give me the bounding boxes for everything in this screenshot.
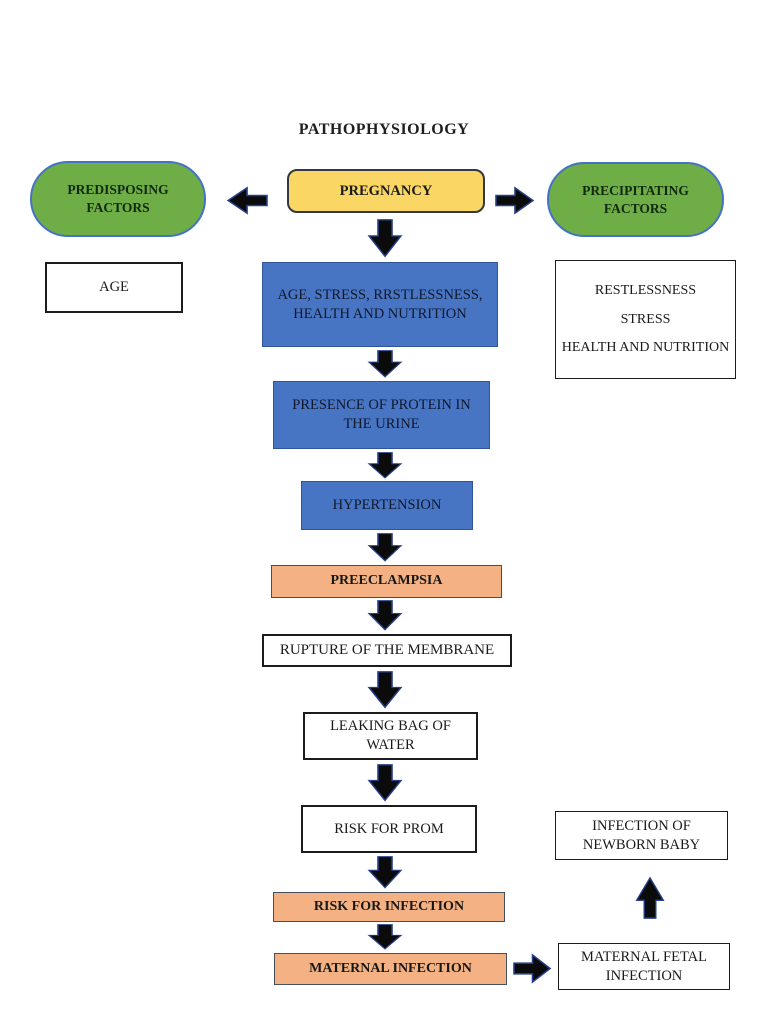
node-precipitating-factors: PRECIPITATING FACTORS — [547, 162, 724, 237]
node-preeclampsia-label: PREECLAMPSIA — [330, 573, 443, 589]
node-protein-urine-label: PRESENCE OF PROTEIN IN THE URINE — [292, 397, 471, 432]
arrow-left-icon — [226, 186, 268, 215]
node-center-factors: AGE, STRESS, RRSTLESSNESS, HEALTH AND NU… — [262, 262, 498, 347]
node-maternal-fetal-infection-label: MATERNAL FETAL INFECTION — [581, 948, 707, 984]
node-preeclampsia: PREECLAMPSIA — [271, 565, 502, 598]
node-predisposing-factors: PREDISPOSING FACTORS — [30, 161, 206, 237]
arrow-down-icon — [367, 350, 403, 378]
node-right-factors: RESTLESSNESS STRESS HEALTH AND NUTRITION — [555, 260, 736, 379]
node-risk-prom: RISK FOR PROM — [301, 805, 477, 853]
arrow-down-icon — [367, 219, 403, 258]
arrow-down-icon — [367, 452, 403, 479]
node-pregnancy: PREGNANCY — [287, 169, 485, 213]
node-maternal-fetal-infection: MATERNAL FETAL INFECTION — [558, 943, 730, 990]
arrow-down-icon — [367, 671, 403, 709]
node-center-factors-label: AGE, STRESS, RRSTLESSNESS, HEALTH AND NU… — [277, 286, 483, 322]
node-precipitating-factors-label: PRECIPITATING FACTORS — [582, 182, 689, 216]
node-rupture-membrane: RUPTURE OF THE MEMBRANE — [262, 634, 512, 667]
node-leaking-bag-label: LEAKING BAG OF WATER — [330, 718, 451, 753]
node-risk-infection: RISK FOR INFECTION — [273, 892, 505, 922]
node-infection-newborn: INFECTION OF NEWBORN BABY — [555, 811, 728, 860]
right-factors-line-stress: STRESS — [620, 311, 671, 327]
node-maternal-infection-label: MATERNAL INFECTION — [309, 960, 472, 976]
arrow-right-icon — [513, 953, 552, 984]
right-factors-line-health-nutrition: HEALTH AND NUTRITION — [561, 340, 730, 356]
arrow-down-icon — [367, 600, 403, 631]
node-leaking-bag: LEAKING BAG OF WATER — [303, 712, 478, 760]
node-protein-urine: PRESENCE OF PROTEIN IN THE URINE — [273, 381, 490, 449]
arrow-down-icon — [367, 856, 403, 889]
node-infection-newborn-label: INFECTION OF NEWBORN BABY — [582, 817, 701, 853]
arrow-down-icon — [367, 764, 403, 802]
node-hypertension-label: HYPERTENSION — [332, 497, 442, 514]
arrow-down-icon — [367, 924, 403, 950]
node-hypertension: HYPERTENSION — [301, 481, 473, 530]
node-maternal-infection: MATERNAL INFECTION — [274, 953, 507, 985]
page-title: PATHOPHYSIOLOGY — [298, 121, 470, 138]
node-age-label: AGE — [99, 279, 129, 296]
right-factors-line-restlessness: RESTLESSNESS — [594, 283, 697, 299]
node-rupture-membrane-label: RUPTURE OF THE MEMBRANE — [279, 641, 495, 658]
node-pregnancy-label: PREGNANCY — [339, 182, 433, 199]
arrow-up-icon — [635, 876, 665, 919]
arrow-down-icon — [367, 533, 403, 562]
node-age: AGE — [45, 262, 183, 313]
node-risk-infection-label: RISK FOR INFECTION — [313, 898, 465, 914]
node-predisposing-factors-label: PREDISPOSING FACTORS — [67, 182, 169, 215]
node-risk-prom-label: RISK FOR PROM — [334, 820, 444, 837]
arrow-right-icon — [495, 186, 535, 215]
